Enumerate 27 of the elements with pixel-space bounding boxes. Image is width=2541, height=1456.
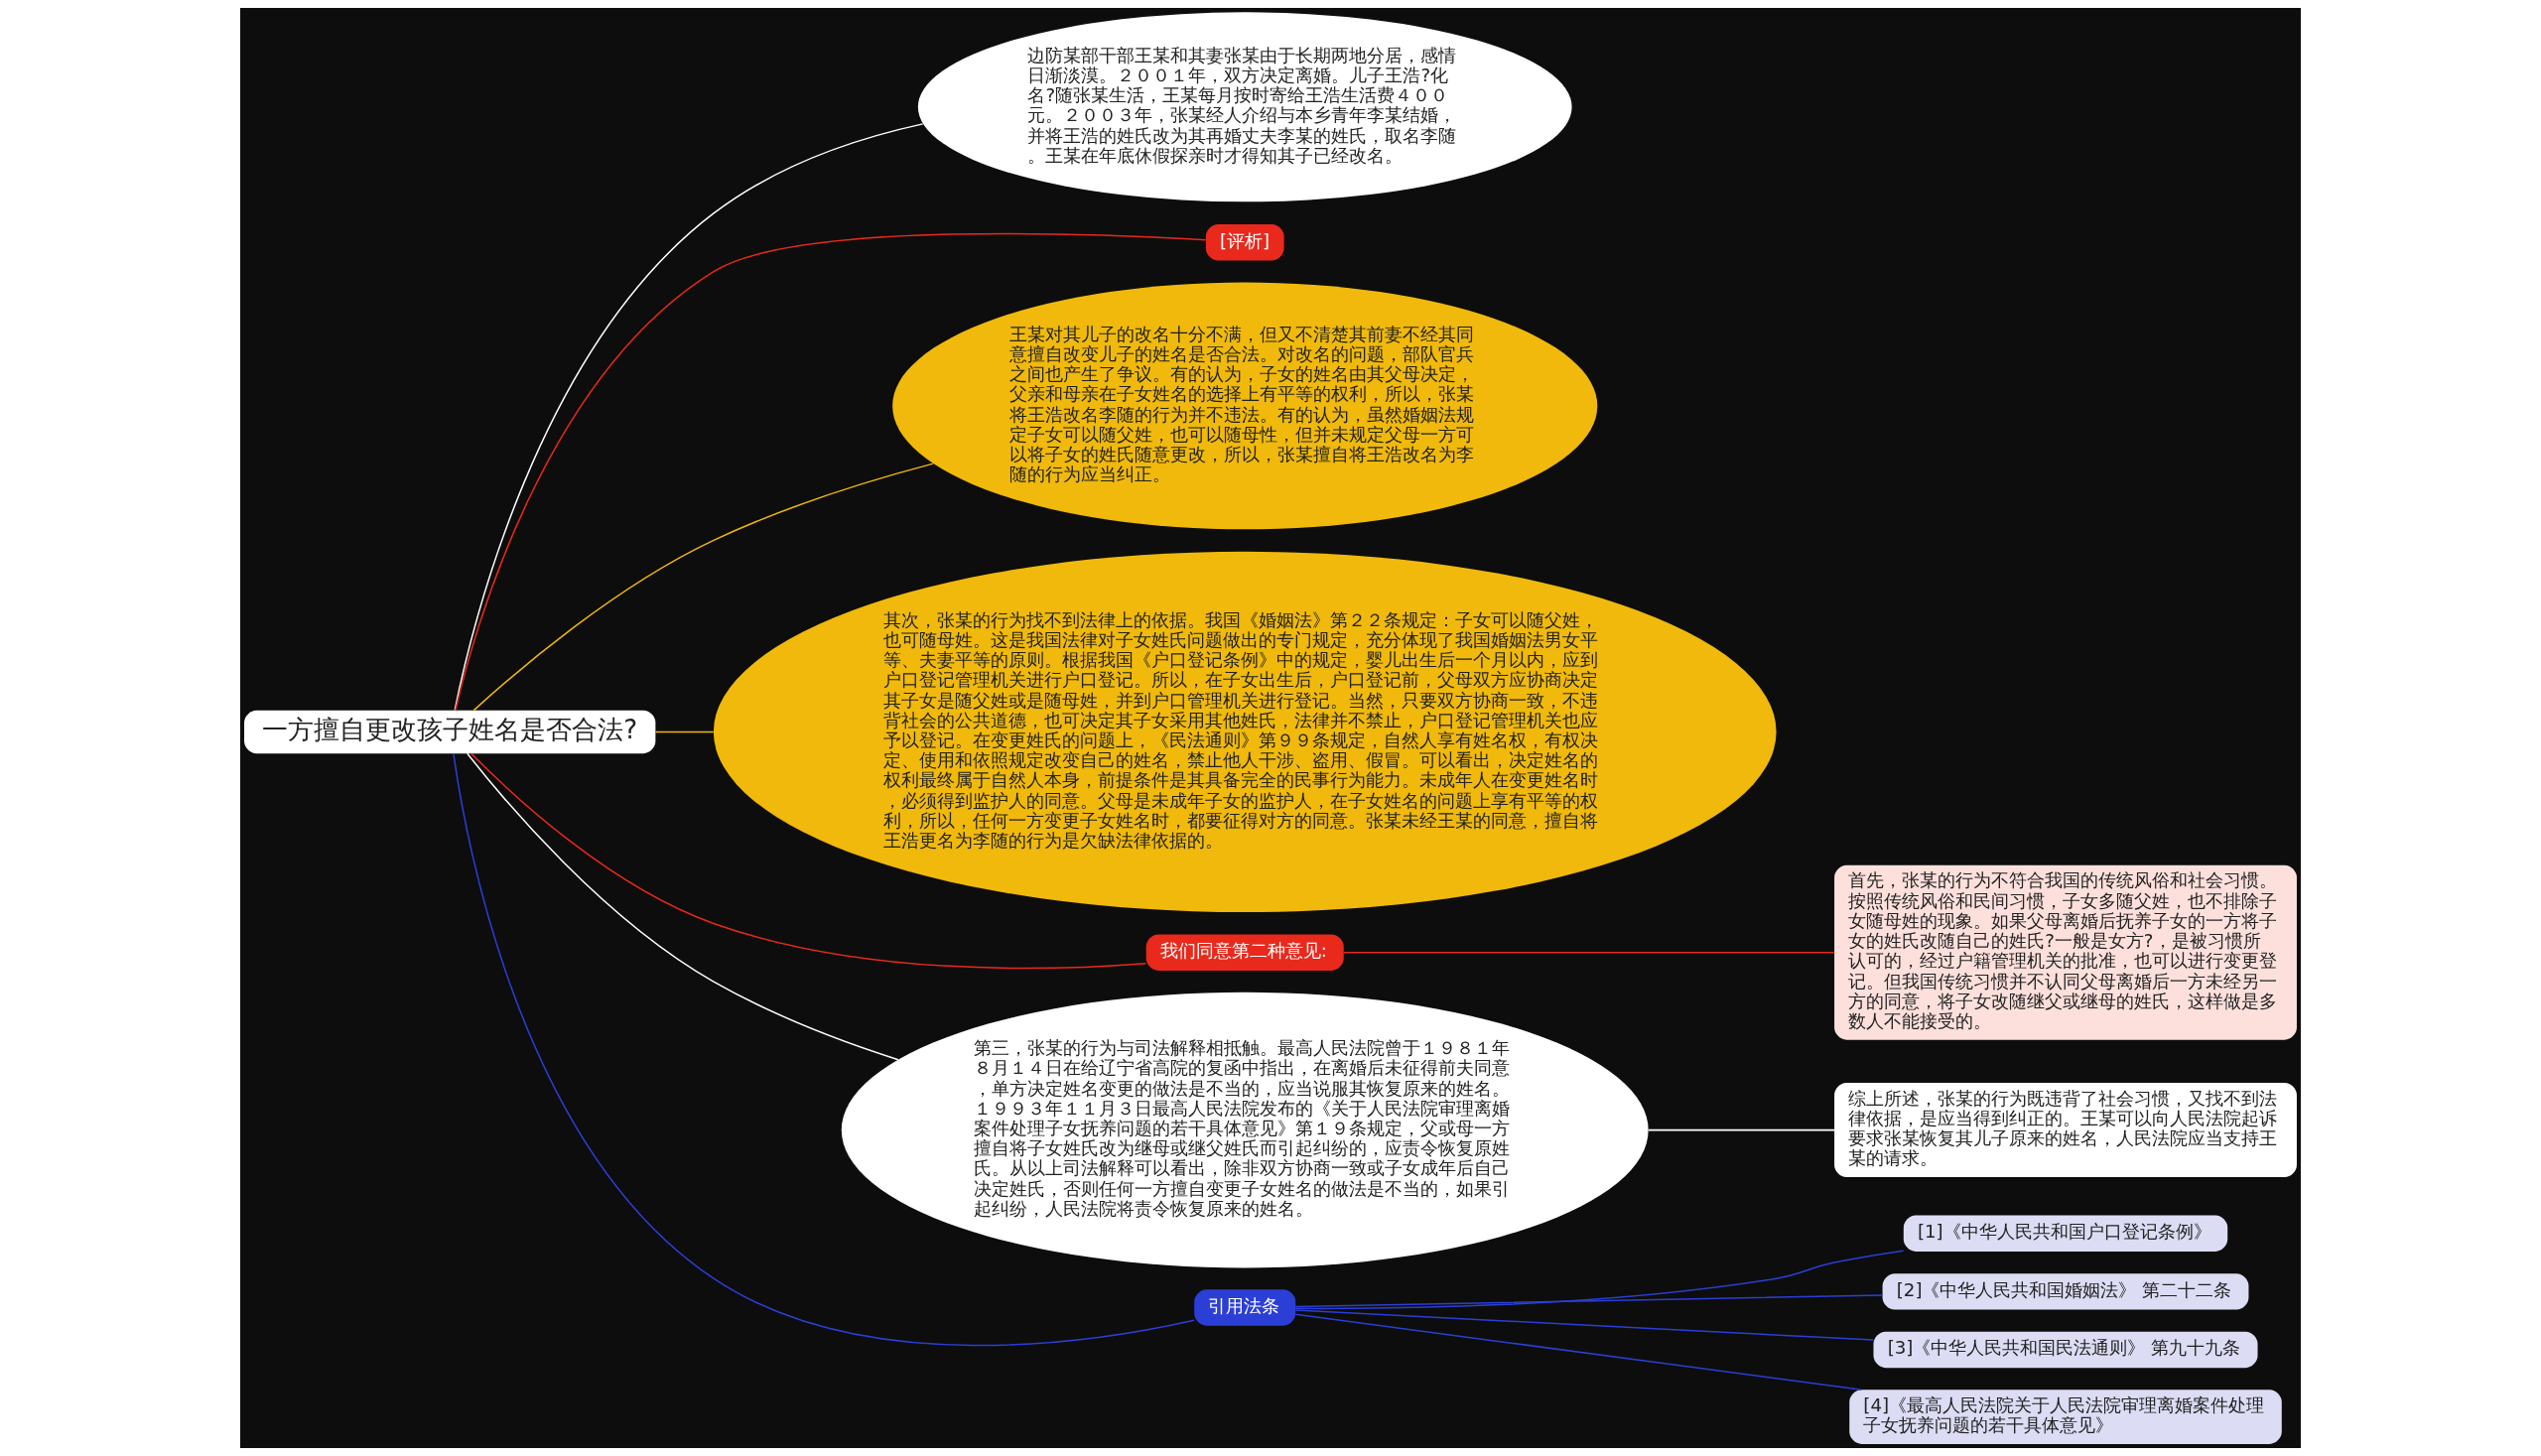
node-ellipse: 第三，张某的行为与司法解释相抵触。最高人民法院曾于１９８１年８月１４日在给辽宁省高院的复函中指出，在离婚后未征得前夫同意，单方决定姓名变更的做法是不当的，应当说服其恢复原来的姓名。１９９３年１１月３日最高人民法院发布的《关于人民法院审理离婚案件处理子女抚养问题的若干具体意见》第１９条规定，父或母一方擅自将子女姓氏改为继母或继父姓氏而引起纠纷的，应责令恢复原姓氏。从以上司法解释可以看出，除非双方协商一致或子女成年后自己决定姓氏，否则任何一方擅自变更子女姓名的做法是不当的，如果引起纠纷，人民法院将责令恢复原来的姓名。 [841,992,1649,1268]
connector [470,752,1147,970]
node-box: [1]《中华人民共和国户口登记条例》 [1903,1215,2228,1252]
node-box: 引用法条 [1194,1289,1296,1326]
connector [654,730,715,733]
connector [1648,1128,1835,1131]
connector [453,752,1195,1347]
connector [1294,1250,1905,1310]
connector [1294,1309,1875,1341]
node-box: 首先，张某的行为不符合我国的传统风俗和社会习惯。按照传统风俗和民间习惯，子女多随父姓，也不排除子女随母姓的现象。如果父母离婚后抚养子女的一方将子女的姓氏改随自己的姓氏?一般是女方?，是被习惯所认可的，经过户籍管理机关的批准，也可以进行变更登记。但我国传统习惯并不认同父母离婚后一方未经另一方的同意，将子女改随继父或继母的姓氏，这样做是多数人不能接受的。 [1834,864,2297,1040]
node-box: [3]《中华人民共和国民法通则》 第九十九条 [1873,1331,2258,1369]
connector [472,463,934,712]
node-box: 综上所述，张某的行为既违背了社会习惯，又找不到法律依据，是应当得到纠正的。王某可以向人民法院起诉要求张某恢复其儿子原来的姓名，人民法院应当支持王某的请求。 [1834,1083,2297,1178]
node-box: 一方擅自更改孩子姓名是否合法? [244,710,656,754]
node-box: [4]《最高人民法院关于人民法院审理离婚案件处理子女抚养问题的若干具体意见》 [1849,1390,2282,1444]
node-ellipse: 其次，张某的行为找不到法律上的依据。我国《婚姻法》第２２条规定：子女可以随父姓，也可随母姓。这是我国法律对子女姓氏问题做出的专门规定，充分体现了我国婚姻法男女平等、夫妻平等的原则。根据我国《户口登记条例》中的规定，婴儿出生后一个月以内，应到户口登记管理机关进行户口登记。所以，在子女出生后，户口登记前，父母双方应协商决定其子女是随父姓或是随母姓，并到户口管理机关进行登记。当然，只要双方协商一致，不违背社会的公共道德，也可决定其子女采用其他姓氏，法律并不禁止，户口登记管理机关也应予以登记。在变更姓氏的问题上，《民法通则》第９９条规定，自然人享有姓名权，有权决定、使用和依照规定改变自己的姓名，禁止他人干涉、盗用、假冒。可以看出，决定姓名的权利最终属于自然人本身，前提条件是其具备完全的民事行为能力。未成年人在变更姓名时，必须得到监护人的同意。父母是未成年子女的监护人，在子女姓名的问题上享有平等的权利，所以，任何一方变更子女姓名时，都要征得对方的同意。张某未经王某的同意，擅自将王浩更名为李随的行为是欠缺法律依据的。 [713,551,1777,913]
node-box: [2]《中华人民共和国婚姻法》 第二十二条 [1882,1273,2249,1310]
node-box: 我们同意第二种意见: [1145,934,1344,971]
connector [454,123,924,712]
connector [467,752,899,1061]
connector [455,232,1207,712]
node-ellipse: 边防某部干部王某和其妻张某由于长期两地分居，感情日渐淡漠。２００１年，双方决定离婚。儿子王浩?化名?随张某生活，王某每月按时寄给王浩生活费４００元。２００３年，张某经人介绍与本乡青年李某结婚，并将王浩的姓氏改为其再婚丈夫李某的姓氏，取名李随。王某在年底休假探亲时才得知其子已经改名。 [917,12,1572,202]
connector [1294,1294,1884,1308]
connector [1294,1313,1863,1391]
node-ellipse: 王某对其儿子的改名十分不满，但又不清楚其前妻不经其同意擅自改变儿子的姓名是否合法。对改名的问题，部队官兵之间也产生了争议。有的认为，子女的姓名由其父母决定，父亲和母亲在子女姓名的选择上有平等的权利，所以，张某将王浩改名李随的行为并不违法。有的认为，虽然婚姻法规定子女可以随父姓，也可以随母性，但并未规定父母一方可以将子女的姓氏随意更改，所以，张某擅自将王浩改名为李随的行为应当纠正。 [892,282,1598,530]
connector [1343,952,1835,954]
node-box: [评析] [1205,224,1284,261]
